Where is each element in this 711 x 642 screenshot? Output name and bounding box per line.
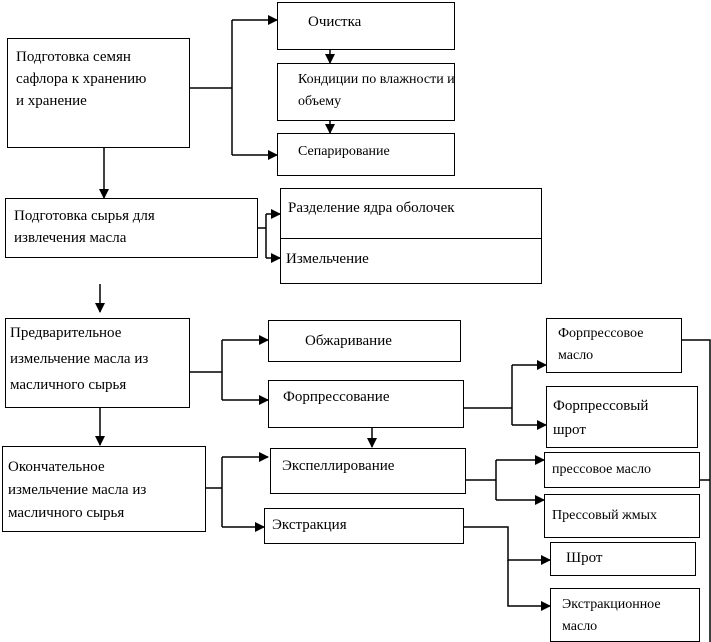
node-moisture	[277, 63, 455, 121]
node-press-oil-label: прессовое масло	[552, 462, 652, 477]
node-prepress-oil-line-2: масло	[558, 348, 594, 363]
node-final-grinding-line-2: измельчение масла из	[8, 482, 147, 498]
node-prepressing-label: Форпрессование	[283, 389, 390, 405]
node-roasting-label: Обжаривание	[305, 333, 392, 349]
node-extraction-oil	[550, 588, 700, 642]
node-separation-label: Сепарирование	[298, 144, 390, 159]
divider	[280, 238, 542, 239]
node-meal-label: Шрот	[566, 550, 603, 566]
node-press-cake-label: Прессовый жмых	[552, 508, 658, 523]
node-prep-extraction-line-1: Подготовка сырья для	[14, 208, 155, 224]
node-prepress-cake	[546, 386, 698, 448]
node-expelling-label: Экспеллирование	[282, 458, 395, 474]
node-cleaning-label: Очистка	[308, 14, 362, 30]
node-prep-storage-line-2: сафлора к хранению	[16, 71, 147, 87]
node-expelling	[270, 448, 466, 494]
node-prepress-cake-line-1: Форпрессовый	[553, 398, 649, 414]
node-kernel-grinding-group	[280, 188, 542, 284]
node-press-cake	[544, 494, 700, 538]
node-extraction	[264, 508, 464, 544]
node-roasting	[268, 320, 461, 362]
node-moisture-line-2: объему	[298, 94, 342, 109]
node-prep-extraction	[5, 198, 258, 258]
node-prepress-oil	[546, 318, 682, 373]
node-prepressing	[268, 380, 464, 428]
node-cleaning	[277, 2, 455, 50]
node-prep-extraction-line-2: извлечения масла	[14, 230, 127, 246]
node-kernel-separation-label: Разделение ядра оболочек	[288, 200, 455, 216]
node-pre-grinding-line-2: измельчение масла из	[10, 351, 149, 367]
node-press-oil	[544, 452, 700, 488]
node-prepress-cake-line-2: шрот	[553, 422, 586, 438]
node-pre-grinding-line-3: масличного сырья	[10, 377, 127, 393]
node-meal	[550, 542, 696, 576]
node-prep-storage-line-1: Подготовка семян	[16, 49, 131, 65]
node-extraction-label: Экстракция	[272, 517, 347, 533]
node-separation	[277, 133, 455, 176]
node-pre-grinding-line-1: Предварительное	[10, 325, 122, 341]
node-pre-grinding	[5, 318, 190, 408]
node-prep-storage-line-3: и хранение	[16, 93, 87, 109]
node-final-grinding-line-1: Окончательное	[8, 459, 105, 475]
node-final-grinding	[2, 446, 206, 532]
node-prep-storage	[7, 38, 190, 148]
node-prepress-oil-line-1: Форпрессовое	[558, 326, 644, 341]
node-extraction-oil-line-1: Экстракционное	[562, 597, 661, 612]
node-final-grinding-line-3: масличного сырья	[8, 505, 125, 521]
node-moisture-line-1: Кондиции по влажности и	[298, 72, 455, 87]
node-extraction-oil-line-2: масло	[562, 619, 598, 634]
node-grinding-label: Измельчение	[286, 251, 369, 267]
